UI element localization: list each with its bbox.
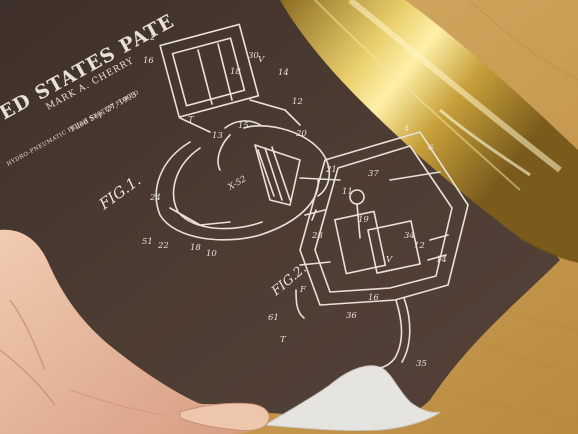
callout: 18 <box>230 67 241 77</box>
callout: T <box>188 115 195 125</box>
callout: 10 <box>206 249 217 259</box>
callout: 51 <box>142 237 153 247</box>
callout: 11 <box>342 187 353 197</box>
callout: 19 <box>358 215 369 225</box>
callout: 36 <box>346 311 357 321</box>
callout: 14 <box>278 68 289 78</box>
callout: 14 <box>436 255 447 265</box>
patent-drawing <box>155 23 469 369</box>
callout: V <box>386 255 393 265</box>
callout: 16 <box>143 56 154 66</box>
callout: 18 <box>190 243 201 253</box>
callout: F <box>299 285 307 295</box>
callout: 12 <box>414 241 425 251</box>
callout: 20 <box>295 129 307 139</box>
callout: V <box>258 55 265 65</box>
callout: 4 <box>403 124 409 134</box>
callout: 21 <box>325 165 337 175</box>
callout: 61 <box>268 313 279 323</box>
callout: 28 <box>311 231 323 241</box>
callout: 37 <box>368 169 379 179</box>
callout: 24 <box>149 193 161 203</box>
callout: 16 <box>368 293 379 303</box>
callout: 15 <box>238 121 249 131</box>
callout: 35 <box>416 359 427 369</box>
callout: 6 <box>428 143 434 153</box>
callout: 2 <box>149 33 155 43</box>
callout: 30 <box>248 51 259 61</box>
callout: 13 <box>212 131 223 141</box>
callout: 34 <box>404 231 415 241</box>
callout: 12 <box>292 97 303 107</box>
callout: T <box>280 335 287 345</box>
poster-tube <box>280 0 578 263</box>
callout-numbers: 2 16 18 30 V 14 12 T 15 20 13 24 X-52 21… <box>142 33 447 369</box>
callout: 22 <box>157 241 169 251</box>
hand <box>0 229 270 434</box>
